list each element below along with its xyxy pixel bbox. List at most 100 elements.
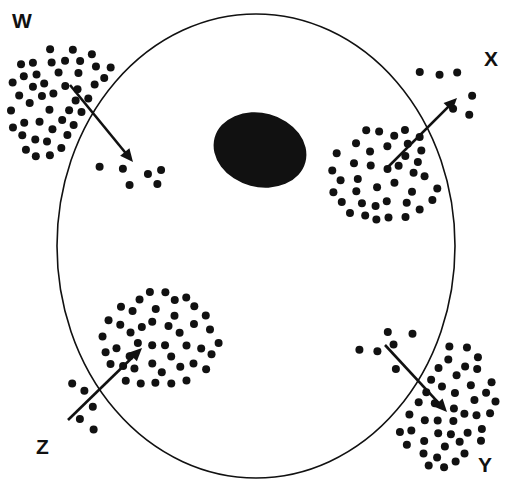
particle [170,312,178,320]
particle [161,341,169,349]
particle [445,343,453,351]
region-label: Y [478,454,492,475]
particle [107,360,115,368]
particle [57,144,65,152]
particle [130,364,138,372]
particle [99,332,107,340]
arrow-head [444,98,457,111]
particle [127,328,135,336]
particle [415,398,423,406]
cell-membrane [57,14,455,478]
particle [408,330,416,338]
particle [134,339,142,347]
particle [112,344,120,352]
particle [420,450,428,458]
particle [410,169,418,177]
particle [92,62,100,70]
particle [36,118,44,126]
particle [40,79,48,87]
particle [48,58,56,66]
particle [436,71,444,79]
particle [100,74,108,82]
transport-arrow [68,348,142,420]
particle [427,376,435,384]
particle [182,376,190,384]
particle [352,187,360,195]
particle [390,341,398,349]
particle [29,83,37,91]
particle [153,180,161,188]
particle [433,184,441,192]
particle [478,425,486,433]
particle [450,404,458,412]
particle [482,389,490,397]
particle [367,162,375,170]
particle [105,316,113,324]
particle [136,296,144,304]
particle [337,176,345,184]
particle [137,379,145,387]
particle [460,449,468,457]
particle [91,80,99,88]
transport-arrow [385,98,457,170]
particle [31,136,39,144]
arrow-group [68,85,457,420]
particle [384,328,392,336]
particle [117,303,125,311]
particle [20,72,28,80]
particle [464,429,472,437]
particle [9,78,17,86]
particle [46,45,54,53]
particle [491,398,499,406]
particle [49,89,57,97]
particle [116,321,124,329]
particle [421,416,429,424]
particle [421,172,429,180]
particle [354,175,362,183]
particle [375,128,383,136]
region-label: Z [36,436,49,457]
particle [403,199,411,207]
particle [190,320,198,328]
particle [477,437,485,445]
particle [434,416,442,424]
nucleus [205,102,315,198]
particle [138,323,146,331]
particle [58,116,66,124]
particle [17,60,25,68]
particle [7,106,15,114]
particle [451,389,459,397]
particle [144,170,152,178]
particle [45,106,53,114]
particle [48,125,56,133]
particle [167,380,175,388]
particle [33,70,41,78]
particle [61,57,69,65]
particle [190,302,198,310]
particle [20,119,28,127]
particle [122,377,130,385]
transport-arrow [385,345,447,412]
particle [148,359,156,367]
particle [383,142,391,150]
particle [38,92,46,100]
particle [372,202,380,210]
particle [102,348,110,356]
particle [453,68,461,76]
particle [390,179,398,187]
arrow-head [128,348,142,361]
particle [77,108,85,116]
particle [9,123,17,131]
particle [460,410,468,418]
particle [488,378,496,386]
particle [206,326,214,334]
particle [373,347,381,355]
particle [165,322,173,330]
particle [447,430,455,438]
particle [88,50,96,58]
particle [43,137,51,145]
particle [362,126,370,134]
particle-group [7,45,499,471]
particle [396,428,404,436]
